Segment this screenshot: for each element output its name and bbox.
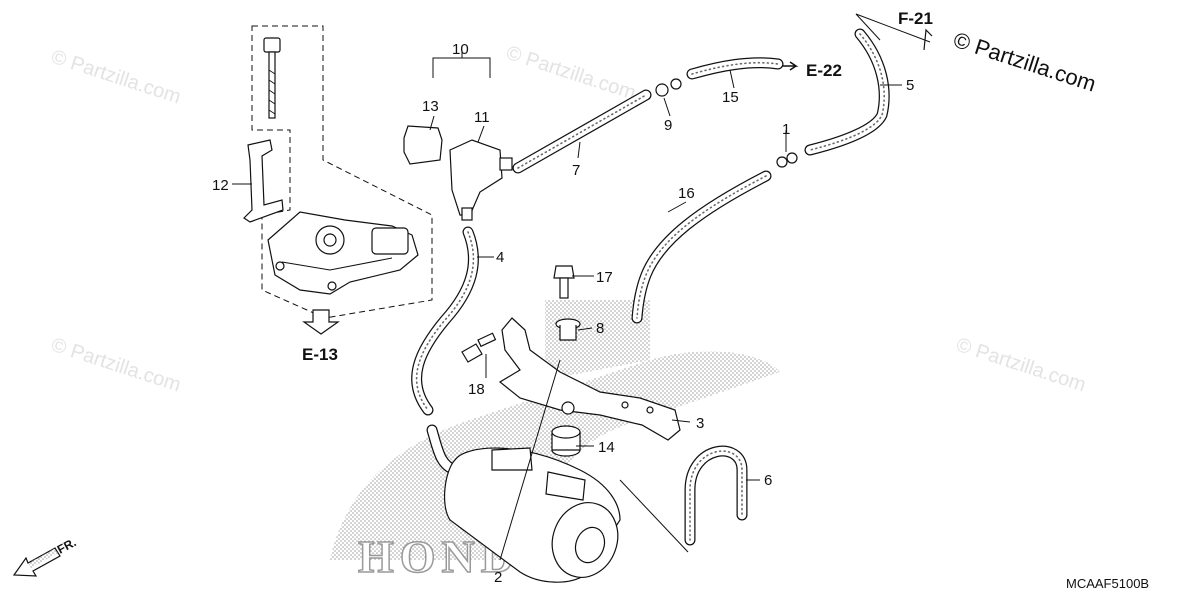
collar-part-8 (555, 318, 581, 341)
bracket-part-12 (243, 139, 284, 223)
callout-8: 8 (596, 320, 604, 337)
ref-label-f21: F-21 (898, 9, 933, 28)
copyright-text: © Partzilla.com (950, 27, 1099, 97)
bracket-hole (646, 406, 654, 414)
callout-1: 1 (782, 121, 790, 138)
callout-7: 7 (572, 162, 580, 179)
hose-part-4 (411, 226, 479, 416)
bracket-hole (621, 401, 629, 409)
callout-6: 6 (764, 472, 772, 489)
f21-pointer-arrow (923, 28, 933, 51)
callout-3: 3 (696, 415, 704, 432)
leader-lines (232, 13, 931, 561)
watermark: © Partzilla.com (48, 46, 183, 109)
callout-5: 5 (906, 77, 914, 94)
callout-2: 2 (494, 569, 502, 586)
front-arrow: FR. (12, 535, 78, 577)
callout-13: 13 (422, 98, 439, 115)
callout-4: 4 (496, 249, 504, 266)
callout-18: 18 (468, 381, 485, 398)
callout-15: 15 (722, 89, 739, 106)
watermark: © Partzilla.com (503, 42, 638, 105)
bracket-hole (561, 401, 575, 415)
bolt-part-18 (461, 332, 497, 363)
callout-12: 12 (212, 177, 229, 194)
bracket-part-3 (498, 317, 681, 441)
bolt-part-17 (553, 265, 575, 299)
callout-11: 11 (474, 109, 490, 126)
solenoid-valve-part-11 (449, 139, 513, 221)
cap-part-13 (403, 125, 443, 165)
hose-part-7 (512, 89, 652, 174)
callout-10: 10 (452, 41, 469, 58)
actuator-group-outline (251, 25, 433, 319)
callout-16: 16 (678, 185, 695, 202)
diagram-code: MCAAF5100B (1066, 576, 1149, 591)
callouts: 10 13 11 12 4 7 9 15 1 5 16 17 8 18 3 14… (212, 41, 914, 586)
joint-part-1 (776, 152, 798, 168)
bolt-part (263, 37, 281, 119)
callout-17: 17 (596, 269, 613, 286)
watermark: © Partzilla.com (48, 334, 183, 397)
callout-14: 14 (598, 439, 615, 456)
grommet-part-14 (551, 425, 581, 457)
hose-part-15 (686, 57, 784, 80)
joint-part-9 (655, 78, 682, 97)
e22-arrow (782, 61, 799, 71)
actuator-unit (267, 211, 419, 295)
hose-part-6 (684, 445, 748, 546)
callout-9: 9 (664, 117, 672, 134)
ref-label-e13: E-13 (302, 345, 338, 364)
watermark: © Partzilla.com (953, 334, 1088, 397)
hose-part-16 (631, 170, 772, 324)
hose-part-5 (804, 28, 890, 156)
canister-part-2 (444, 447, 621, 583)
e13-arrow (302, 309, 340, 335)
ref-label-e22: E-22 (806, 61, 842, 80)
